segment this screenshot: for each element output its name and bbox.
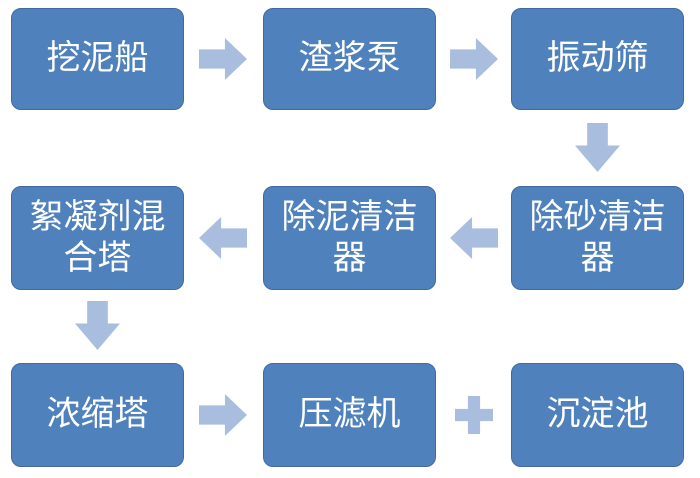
arrow-right-icon (199, 394, 247, 436)
arrow-left-icon (199, 217, 247, 259)
flow-node-label: 渣浆泵 (298, 38, 401, 79)
arrow-down-icon (575, 123, 620, 172)
plus-icon (455, 396, 493, 434)
flow-node-vibrating-screen: 振动筛 (511, 8, 684, 110)
flow-node-label: 絮凝剂混合塔 (29, 196, 166, 278)
flow-node-mud-cleaner: 除泥清洁器 (263, 186, 436, 290)
arrow-right-icon (450, 38, 498, 80)
flow-node-label: 除砂清洁器 (529, 196, 666, 278)
flow-node-dredger: 挖泥船 (11, 8, 184, 110)
flow-node-label: 沉淀池 (546, 394, 649, 435)
flow-node-label: 除泥清洁器 (281, 196, 418, 278)
flow-node-label: 压滤机 (298, 394, 401, 435)
flow-node-thickening-tower: 浓缩塔 (11, 363, 184, 467)
flow-node-label: 振动筛 (546, 38, 649, 79)
flow-node-label: 挖泥船 (46, 38, 149, 79)
flow-node-sedimentation-tank: 沉淀池 (511, 363, 684, 467)
flow-node-slurry-pump: 渣浆泵 (263, 8, 436, 110)
flow-node-label: 浓缩塔 (46, 394, 149, 435)
arrow-down-icon (75, 301, 120, 350)
flow-node-sand-cleaner: 除砂清洁器 (511, 186, 684, 290)
arrow-left-icon (450, 217, 498, 259)
flow-node-flocculant-mixing-tower: 絮凝剂混合塔 (11, 186, 184, 290)
flow-node-filter-press: 压滤机 (263, 363, 436, 467)
arrow-right-icon (199, 38, 247, 80)
